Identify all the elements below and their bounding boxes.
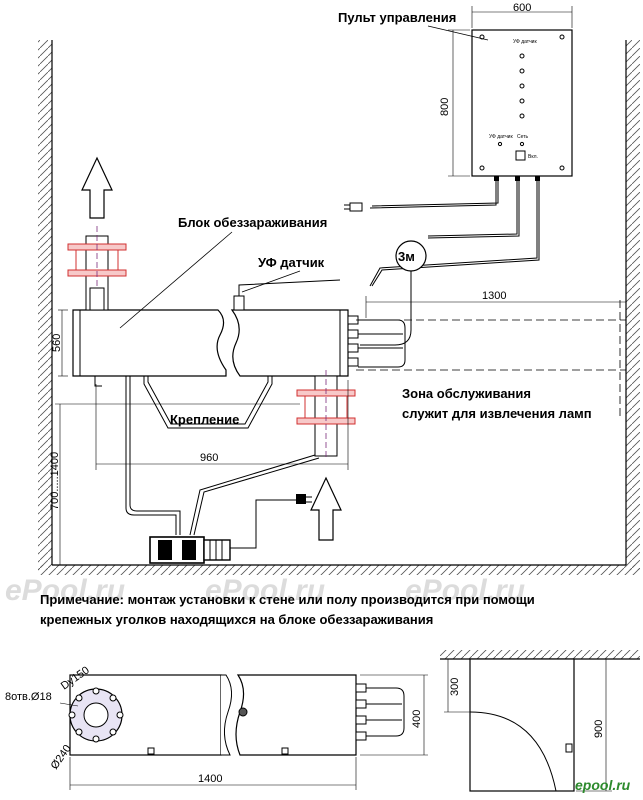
svg-text:400: 400 [411, 710, 423, 728]
svg-text:1400: 1400 [198, 773, 222, 785]
panel-dimensions: 600 800 [439, 2, 573, 177]
note-line-2: крепежных уголков находящихся на блоке о… [40, 612, 434, 627]
svg-text:600: 600 [513, 2, 531, 14]
svg-text:960: 960 [200, 452, 218, 464]
uv-sensor-label: УФ датчик [258, 255, 325, 270]
svg-text:300: 300 [449, 678, 461, 696]
mounting-label: Крепление [170, 412, 239, 427]
svg-text:3м: 3м [398, 249, 415, 264]
mounting-bracket [143, 376, 273, 429]
control-panel-label: Пульт управления [338, 10, 456, 25]
outlet-flange [296, 370, 356, 460]
height-dimensions: 560 700.....1400 [49, 309, 300, 565]
note-line-1: Примечание: монтаж установки к стене или… [40, 592, 535, 607]
top-view [68, 674, 405, 756]
flow-in-arrow [310, 476, 342, 541]
floor [38, 564, 640, 575]
svg-text:700.....1400: 700.....1400 [49, 452, 61, 510]
svg-text:УФ датчик: УФ датчик [489, 134, 513, 140]
watermark: ePool.ru ePool.ru ePool.ru [5, 574, 525, 607]
svg-text:ePool.ru: ePool.ru [405, 574, 525, 607]
svg-text:8отв.Ø18: 8отв.Ø18 [5, 691, 52, 703]
svg-text:УФ датчик: УФ датчик [513, 39, 537, 45]
svg-text:ePool.ru: ePool.ru [5, 574, 125, 607]
service-zone-label-1: Зона обслуживания [402, 386, 531, 401]
svg-text:1300: 1300 [482, 290, 506, 302]
panel-led [519, 98, 525, 104]
wall-right [625, 40, 640, 570]
svg-text:800: 800 [439, 98, 451, 116]
svg-text:Вкл.: Вкл. [528, 154, 538, 160]
control-panel: УФ датчик УФ датчик Сеть Вкл. [471, 29, 573, 181]
wall-left [38, 40, 53, 570]
flow-out-arrow [81, 156, 113, 219]
top-view-dimensions: 1400 400 Dy150 8отв.Ø18 Ø240 [5, 664, 428, 790]
disinfection-block [72, 279, 406, 387]
service-zone: 1300 [356, 290, 626, 420]
panel-led [519, 83, 525, 89]
power-switch [515, 150, 526, 161]
svg-text:900: 900 [593, 720, 605, 738]
site-logo: epool.ru [575, 777, 631, 793]
panel-led [519, 113, 525, 119]
panel-cables [344, 181, 540, 287]
side-view: 300 900 [440, 650, 640, 792]
panel-led [519, 53, 525, 59]
cable-length-marker: 3м [360, 240, 427, 346]
length-dimension: 960 [95, 380, 349, 470]
service-zone-label-2: служит для извлечения ламп [402, 406, 592, 421]
pump [125, 376, 320, 564]
svg-text:Сеть: Сеть [517, 134, 529, 140]
svg-text:560: 560 [51, 334, 63, 352]
panel-led [519, 68, 525, 74]
inlet-flange [67, 226, 127, 311]
svg-text:ePool.ru: ePool.ru [205, 574, 325, 607]
disinfection-block-label: Блок обеззараживания [178, 215, 327, 230]
installation-note: Примечание: монтаж установки к стене или… [40, 590, 640, 630]
